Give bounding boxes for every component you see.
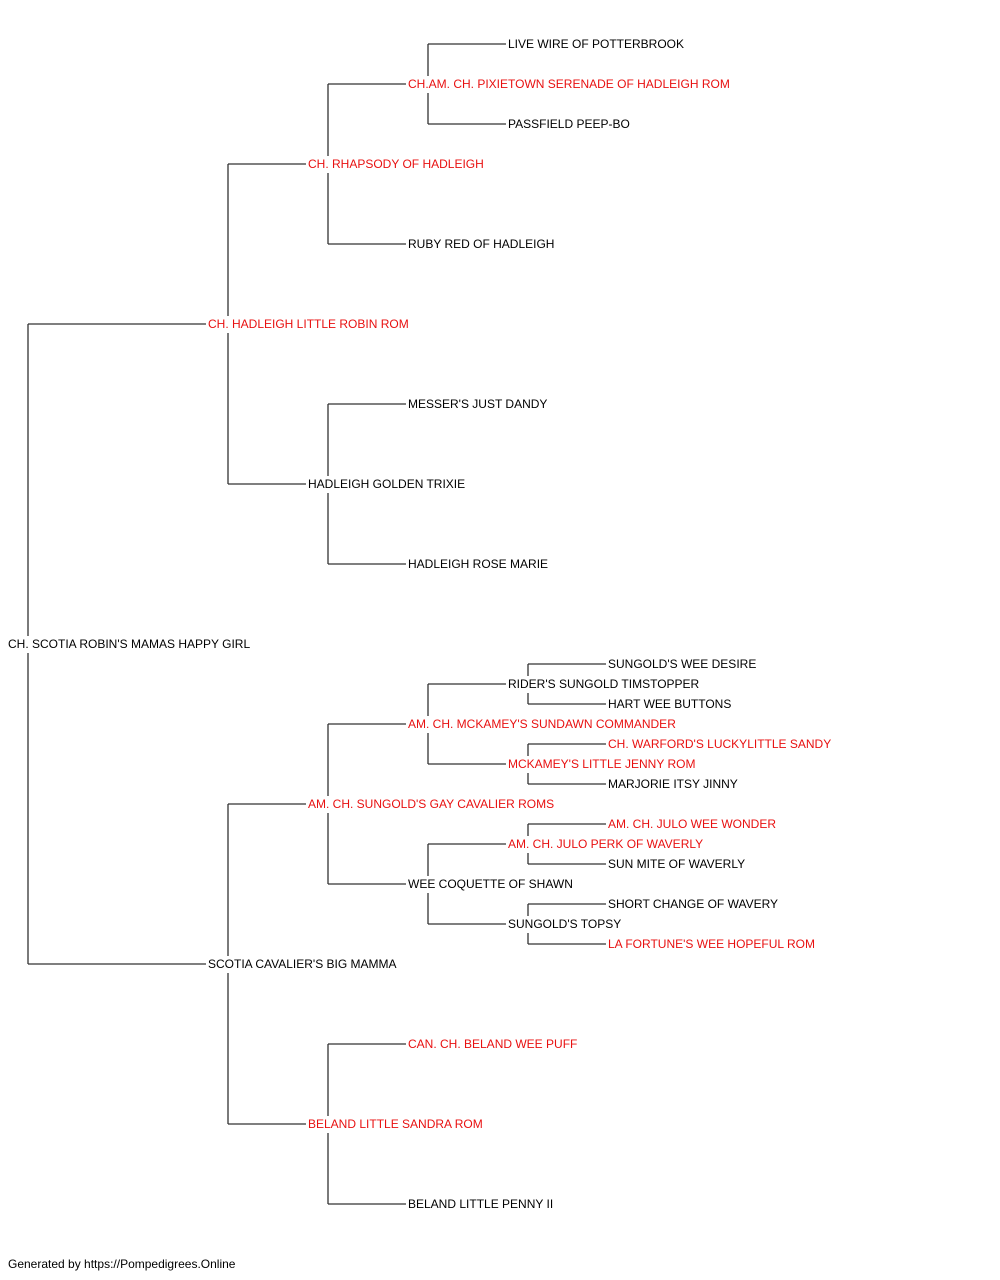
- ancestor-name-gen3[interactable]: CAN. CH. BELAND WEE PUFF: [408, 1037, 580, 1051]
- ancestor-name-gen4[interactable]: AM. CH. JULO PERK OF WAVERLY: [508, 837, 706, 851]
- ancestor-name-gen4[interactable]: MCKAMEY'S LITTLE JENNY ROM: [508, 757, 698, 771]
- subject-dog-name[interactable]: CH. SCOTIA ROBIN'S MAMAS HAPPY GIRL: [8, 637, 253, 651]
- ancestor-name-gen2[interactable]: CH. RHAPSODY OF HADLEIGH: [308, 157, 486, 171]
- ancestor-name-gen5[interactable]: SUN MITE OF WAVERLY: [608, 857, 748, 871]
- ancestor-name-gen3[interactable]: AM. CH. MCKAMEY'S SUNDAWN COMMANDER: [408, 717, 678, 731]
- ancestor-name-gen1[interactable]: SCOTIA CAVALIER'S BIG MAMMA: [208, 957, 399, 971]
- ancestor-name-gen5[interactable]: MARJORIE ITSY JINNY: [608, 777, 740, 791]
- ancestor-name-gen2[interactable]: AM. CH. SUNGOLD'S GAY CAVALIER ROMS: [308, 797, 557, 811]
- ancestor-name-gen3[interactable]: MESSER'S JUST DANDY: [408, 397, 550, 411]
- ancestor-name-gen5[interactable]: CH. WARFORD'S LUCKYLITTLE SANDY: [608, 737, 834, 751]
- ancestor-name-gen4[interactable]: PASSFIELD PEEP-BO: [508, 117, 632, 131]
- ancestor-name-gen4[interactable]: LIVE WIRE OF POTTERBROOK: [508, 37, 687, 51]
- ancestor-name-gen3[interactable]: BELAND LITTLE PENNY II: [408, 1197, 556, 1211]
- ancestor-name-gen5[interactable]: SUNGOLD'S WEE DESIRE: [608, 657, 759, 671]
- ancestor-name-gen5[interactable]: SHORT CHANGE OF WAVERY: [608, 897, 781, 911]
- ancestor-name-gen2[interactable]: HADLEIGH GOLDEN TRIXIE: [308, 477, 468, 491]
- ancestor-name-gen1[interactable]: CH. HADLEIGH LITTLE ROBIN ROM: [208, 317, 411, 331]
- ancestor-name-gen5[interactable]: LA FORTUNE'S WEE HOPEFUL ROM: [608, 937, 817, 951]
- ancestor-name-gen3[interactable]: CH.AM. CH. PIXIETOWN SERENADE OF HADLEIG…: [408, 77, 732, 91]
- ancestor-name-gen3[interactable]: WEE COQUETTE OF SHAWN: [408, 877, 575, 891]
- ancestor-name-gen3[interactable]: HADLEIGH ROSE MARIE: [408, 557, 551, 571]
- ancestor-name-gen3[interactable]: RUBY RED OF HADLEIGH: [408, 237, 557, 251]
- ancestor-name-gen5[interactable]: AM. CH. JULO WEE WONDER: [608, 817, 779, 831]
- ancestor-name-gen5[interactable]: HART WEE BUTTONS: [608, 697, 734, 711]
- ancestor-name-gen4[interactable]: RIDER'S SUNGOLD TIMSTOPPER: [508, 677, 702, 691]
- ancestor-name-gen4[interactable]: SUNGOLD'S TOPSY: [508, 917, 624, 931]
- footer-credit: Generated by https://Pompedigrees.Online: [8, 1257, 236, 1271]
- ancestor-name-gen2[interactable]: BELAND LITTLE SANDRA ROM: [308, 1117, 485, 1131]
